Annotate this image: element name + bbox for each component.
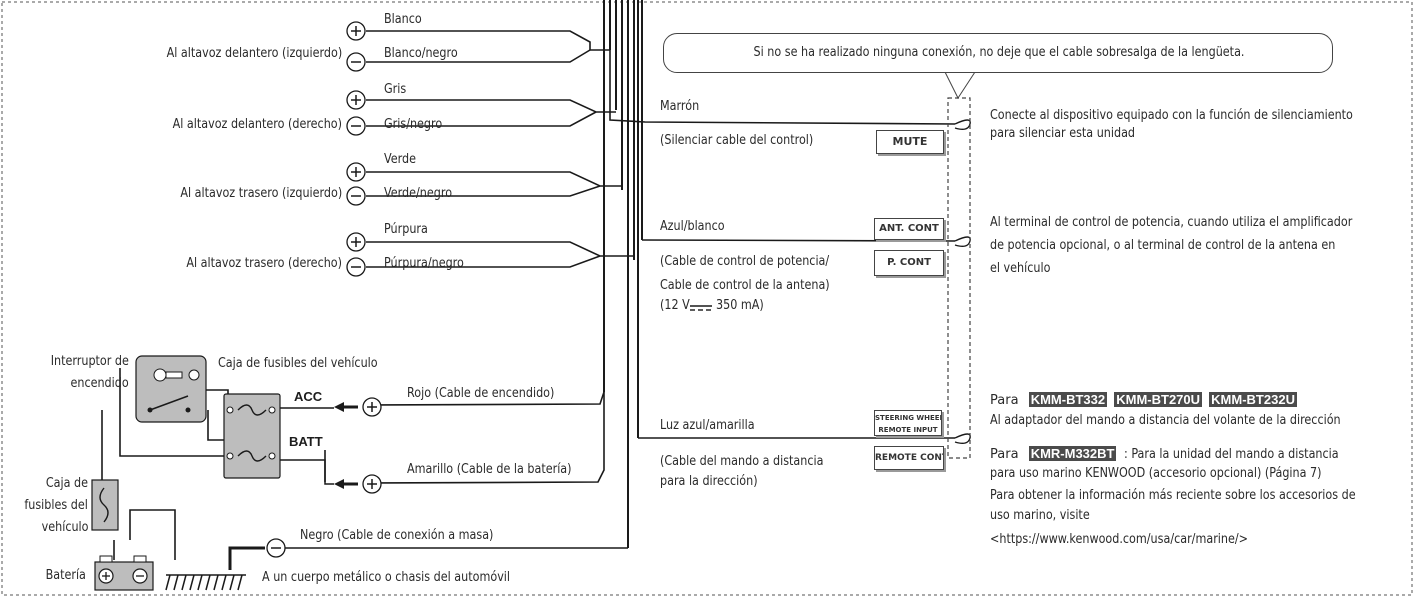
callout-bubble: Si no se ha realizado ninguna conexión, … [663,33,1333,73]
small-fuse-label-1: Caja de [45,476,88,491]
pcont-dest-2: de potencia opcional, o al terminal de c… [990,238,1336,253]
callout-text: Si no se ha realizado ninguna conexión, … [753,45,1245,60]
small-fuse-label-2: fusibles del [24,498,88,513]
speaker-dest-4: Al altavoz trasero (derecho) [186,256,342,271]
para-1: Para [990,393,1019,408]
signal-wires [609,0,956,439]
marine-line-1: : Para la unidad del mando a distancia [1123,447,1339,462]
ignition-switch-box [135,355,207,423]
url-line: <https://www.kenwood.com/usa/car/marine/… [990,532,1248,547]
steering-wheel-label-2: REMOTE INPUT [878,426,938,434]
ground-dest-label: A un cuerpo metálico o chasis del automó… [262,570,511,585]
speaker-polarity [346,21,366,277]
main-harness [603,0,643,548]
yellow-wire-label: Amarillo (Cable de la batería) [407,462,572,477]
para-2: Para [990,447,1019,462]
black-wire-label: Negro (Cable de conexión a masa) [300,528,494,543]
mute-dest-2: para silenciar esta unidad [990,126,1136,141]
pcont-dest-3: el vehículo [990,261,1051,276]
model-badge-4: KMR-M332BT [1028,446,1117,461]
speaker-minus-4: Púrpura/negro [384,256,464,271]
pcont-color: Azul/blanco [660,219,725,234]
marine-line: Para KMR-M332BT : Para la unidad del man… [990,446,1373,463]
pcont-desc-2: Cable de control de la antena) [660,278,830,293]
speaker-minus-3: Verde/negro [384,186,453,201]
red-wire-label: Rojo (Cable de encendido) [407,386,555,401]
model-badge-2: KMM-BT270U [1114,392,1203,407]
pcont-desc-3b: 350 mA) [716,298,764,313]
speaker-minus-1: Blanco/negro [384,46,458,61]
remote-color: Luz azul/amarilla [660,418,755,433]
dc-symbol [690,305,712,311]
speaker-minus-2: Gris/negro [384,117,443,132]
mute-label: MUTE [876,130,944,154]
speaker-dest-2: Al altavoz delantero (derecho) [172,117,342,132]
pcont-dest-1: Al terminal de control de potencia, cuan… [990,215,1353,230]
info-line-2: uso marino, visite [990,508,1090,523]
speaker-dest-1: Al altavoz delantero (izquierdo) [166,46,342,61]
tab-boundary [947,97,971,459]
vehicle-fuse-box [223,393,281,479]
chassis-ground [165,574,246,591]
mute-dest-1: Conecte al dispositivo equipado con la f… [990,108,1353,123]
remote-cont-label: REMOTE CONT [874,446,944,470]
speaker-dest-3: Al altavoz trasero (izquierdo) [180,186,342,201]
p-cont-label: P. CONT [874,250,944,276]
steering-wheel-label-1: STEERING WHEEL [875,414,942,422]
remote-desc-1: (Cable del mando a distancia [660,454,824,469]
info-line-1: Para obtener la información más reciente… [990,488,1356,503]
speaker-plus-3: Verde [384,152,417,167]
speaker-plus-1: Blanco [384,12,422,27]
batt-label: BATT [289,434,323,449]
steering-wheel-label: STEERING WHEEL REMOTE INPUT [874,410,942,436]
pcont-desc-3a: (12 V [660,298,690,313]
ignition-switch-label-2: encendido [70,376,129,391]
speaker-plus-4: Púrpura [384,222,428,237]
small-fuse-label-3: vehículo [41,520,88,535]
marine-line-2: para uso marino KENWOOD (accesorio opcio… [990,466,1322,481]
mute-desc: (Silenciar cable del control) [660,133,814,148]
ignition-switch-label-1: Interruptor de [50,354,129,369]
battery-label: Batería [45,568,86,583]
speaker-plus-2: Gris [384,82,407,97]
ant-cont-label: ANT. CONT [874,218,944,240]
model-badge-1: KMM-BT332 [1028,392,1108,407]
remote-desc-2: para la dirección) [660,474,758,489]
model-badge-3: KMM-BT232U [1209,392,1297,407]
acc-label: ACC [294,389,323,404]
fuse-box-label: Caja de fusibles del vehículo [218,356,378,371]
speaker-wires [366,30,634,268]
mute-color: Marrón [660,99,700,114]
models-line: Para KMM-BT332 KMM-BT270U KMM-BT232U [990,392,1300,409]
pcont-desc-1: (Cable de control de potencia/ [660,254,830,269]
adapter-line: Al adaptador del mando a distancia del v… [990,413,1341,428]
